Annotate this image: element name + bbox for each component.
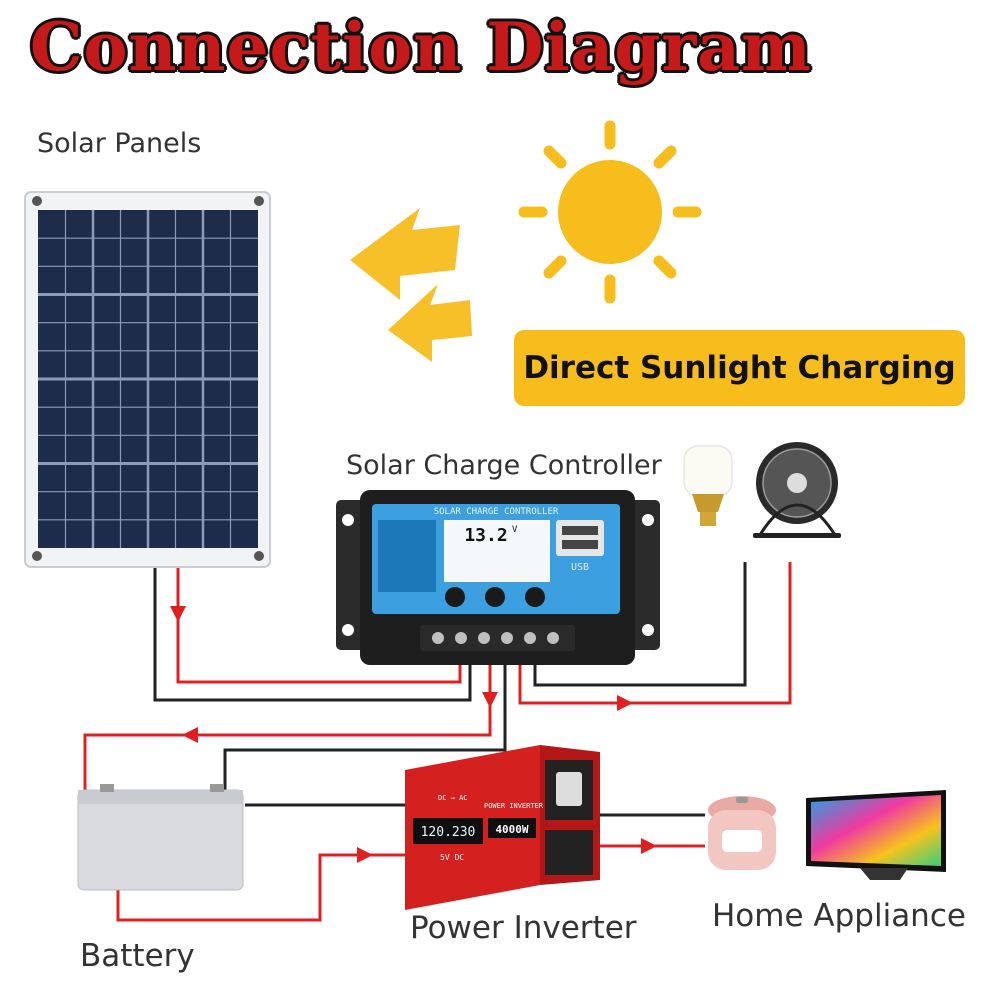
label-solar-panels: Solar Panels	[37, 128, 202, 159]
controller-voltage: 13.2	[464, 525, 507, 546]
inverter-usb: 5V DC	[440, 853, 464, 862]
inverter-rating: 4000W	[495, 823, 528, 836]
fan-icon	[753, 442, 841, 538]
controller-header: SOLAR CHARGE CONTROLLER	[434, 507, 559, 517]
sun-icon	[518, 120, 702, 304]
controller-voltage-unit: V	[512, 525, 518, 535]
inverter-display: 120.230	[421, 825, 476, 840]
inverter-tag: DC → AC	[438, 794, 468, 802]
rice-cooker-icon	[708, 796, 776, 870]
label-battery: Battery	[80, 938, 195, 974]
tv-icon	[806, 790, 946, 880]
inverter-brand: POWER INVERTER	[484, 802, 544, 810]
label-charge-controller: Solar Charge Controller	[346, 450, 662, 481]
label-power-inverter: Power Inverter	[410, 910, 637, 946]
current-arrows	[170, 606, 657, 863]
wiring	[83, 562, 792, 922]
power-inverter: 120.230 DC → AC POWER INVERTER 4000W 5V …	[405, 745, 600, 910]
light-bulb-icon	[683, 445, 733, 526]
controller-usb-label: USB	[571, 562, 589, 573]
battery-icon	[77, 784, 244, 891]
sunlight-arrow-icon	[350, 208, 472, 362]
solar-panel	[24, 191, 271, 568]
charge-controller: SOLAR CHARGE CONTROLLER 13.2 V USB	[336, 490, 660, 665]
page-title: Connection Diagram	[30, 8, 812, 86]
sunlight-charging-badge: Direct Sunlight Charging	[514, 330, 965, 406]
label-home-appliance: Home Appliance	[712, 898, 966, 934]
